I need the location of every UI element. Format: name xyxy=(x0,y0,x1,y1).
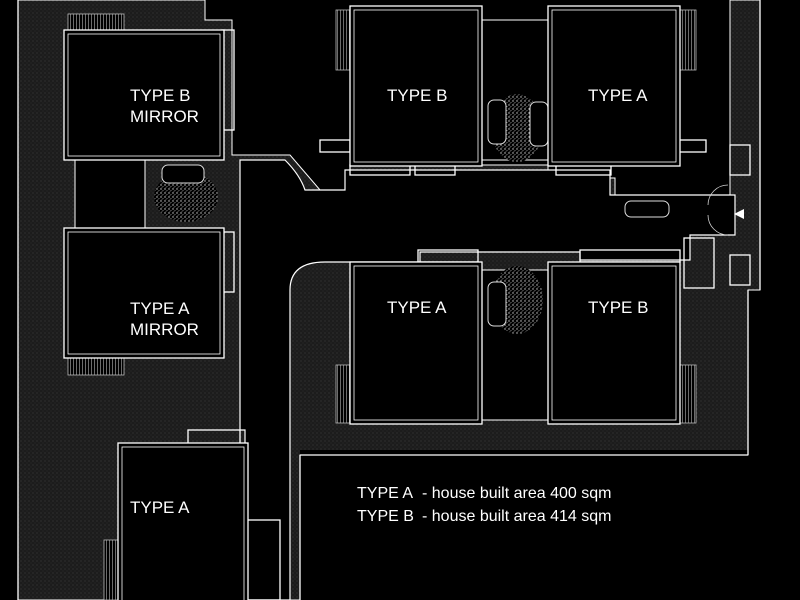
car-icon xyxy=(529,101,549,147)
house-label: TYPE B xyxy=(588,298,648,317)
house-type-a-bottom xyxy=(117,442,249,600)
legend-type: TYPE B xyxy=(357,508,414,525)
house-type-a-centre xyxy=(349,261,483,425)
legend-text: - house built area 400 sqm xyxy=(422,485,611,502)
area-legend: TYPE A - house built area 400 sqm TYPE B… xyxy=(357,485,611,525)
house-label-sub: MIRROR xyxy=(130,320,199,339)
house-type-b-mirror xyxy=(63,29,225,161)
house-label: TYPE A xyxy=(130,498,190,517)
house-type-a-top xyxy=(547,5,681,167)
car-icon xyxy=(161,164,205,184)
cars xyxy=(161,99,670,327)
house-label-sub: MIRROR xyxy=(130,107,199,126)
entrance-arrow-icon xyxy=(734,209,744,219)
house-label: TYPE A xyxy=(588,86,648,105)
boundary-wall xyxy=(17,0,761,600)
house-label: TYPE A xyxy=(130,299,190,318)
tree-icon xyxy=(154,172,218,222)
house-label: TYPE B xyxy=(130,86,190,105)
lower-right-lawn xyxy=(300,450,748,600)
house-type-b-centre xyxy=(547,261,681,425)
house-label: TYPE A xyxy=(387,298,447,317)
drive-gap-left xyxy=(74,159,146,231)
house-type-b-top xyxy=(349,5,483,167)
house-label: TYPE B xyxy=(387,86,447,105)
car-icon xyxy=(487,281,507,327)
legend-text: - house built area 414 sqm xyxy=(422,508,611,525)
legend-type: TYPE A xyxy=(357,485,413,502)
car-icon xyxy=(624,200,670,218)
car-icon xyxy=(487,99,507,145)
house-type-a-mirror xyxy=(63,227,225,359)
